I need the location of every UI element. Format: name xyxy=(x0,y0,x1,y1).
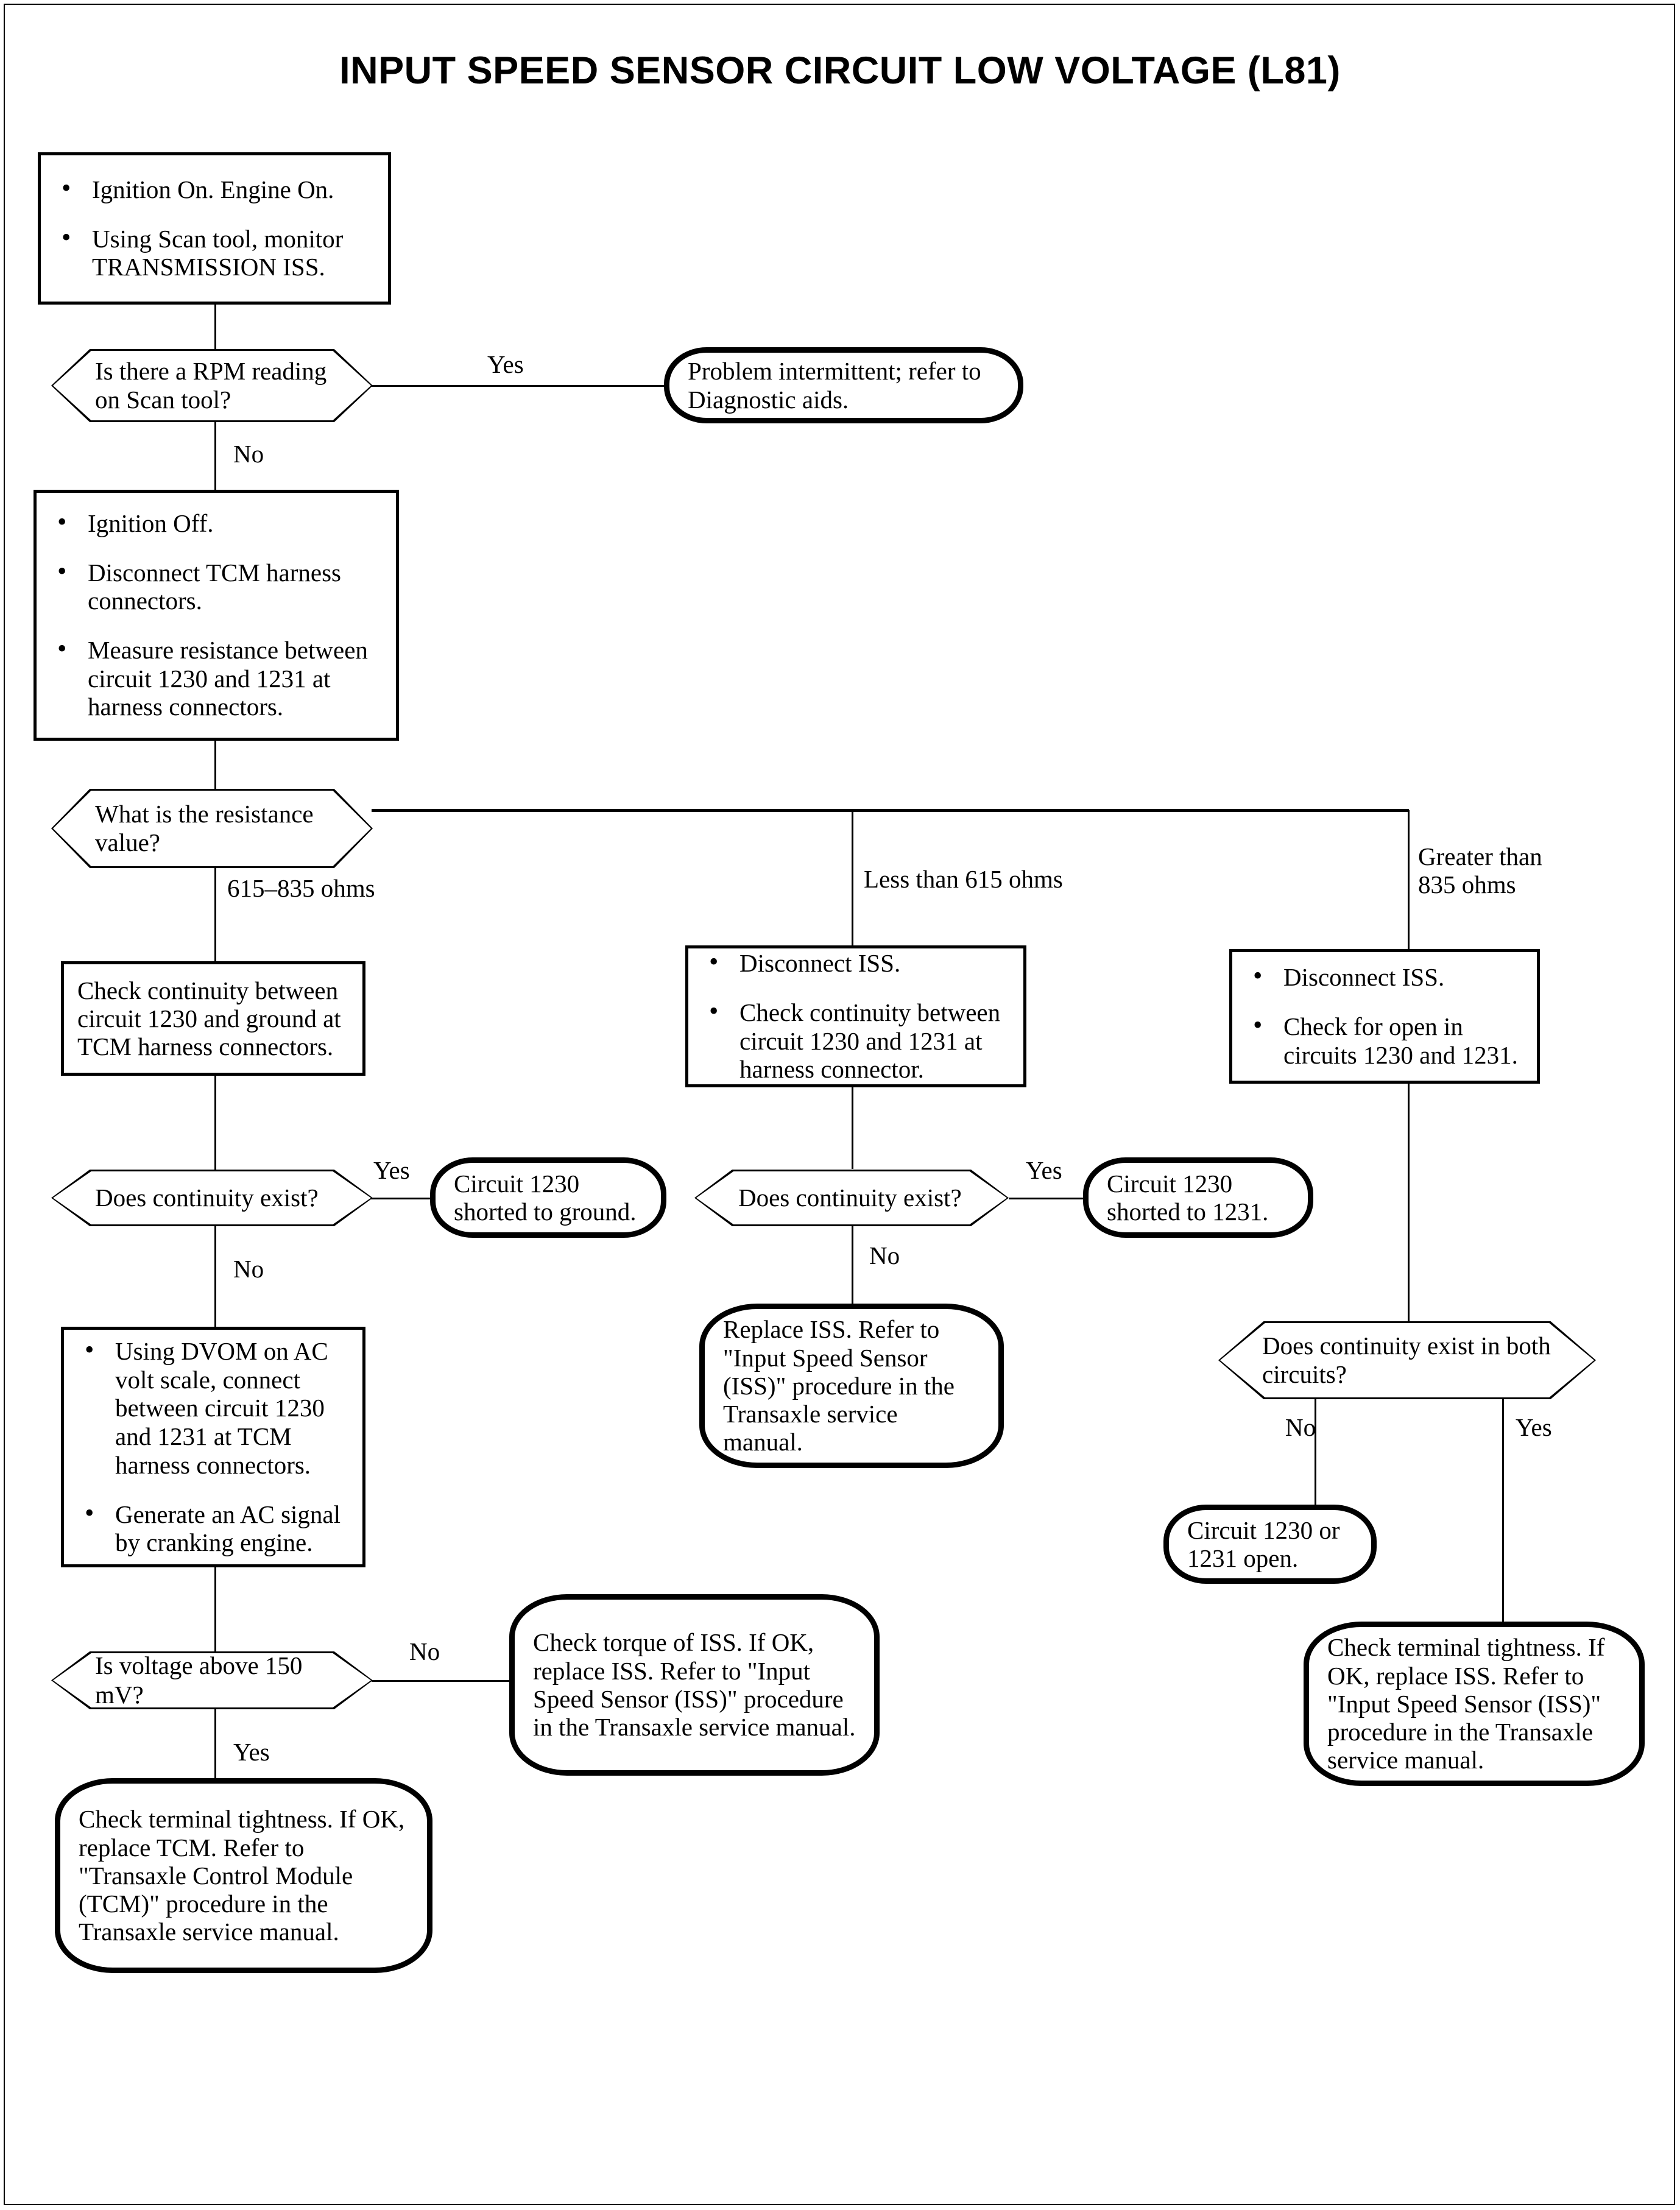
edge-label-continuity-mid-no: No xyxy=(869,1241,900,1269)
page-title: INPUT SPEED SENSOR CIRCUIT LOW VOLTAGE (… xyxy=(339,49,1341,92)
check-ground-step-text: Check continuity between circuit 1230 an… xyxy=(77,976,341,1061)
edge-label-voltage-no: No xyxy=(409,1637,440,1665)
start-step-bullets: Ignition On. Engine On. Using Scan tool,… xyxy=(54,173,377,281)
connector-disconnectiss-to-continuity xyxy=(852,1087,853,1169)
connector-resistance-left xyxy=(214,853,216,961)
connector-continuity-mid-yes xyxy=(1009,1198,1083,1199)
voltage-decision-fill xyxy=(53,1653,371,1707)
rpm-decision-fill xyxy=(53,351,371,420)
edge-label-rpm-yes: Yes xyxy=(487,350,524,378)
edge-label-continuity-both-no: No xyxy=(1285,1413,1316,1441)
connector-resistance-mid xyxy=(852,810,853,945)
node-voltage-decision: Is voltage above 150 mV? xyxy=(51,1651,373,1709)
resistance-decision-label: What is the resistance value? xyxy=(95,799,314,856)
connector-continuity-left-no xyxy=(214,1226,216,1327)
node-shorted-ground-terminal: Circuit 1230 shorted to ground. xyxy=(430,1157,666,1238)
start-step-bullet-1: Using Scan tool, monitor TRANSMISSION IS… xyxy=(54,222,377,281)
connector-resistance-right xyxy=(1408,810,1410,949)
page-border xyxy=(4,4,1675,2205)
continuity-mid-fill xyxy=(696,1171,1007,1224)
node-continuity-both-decision: Does continuity exist in both circuits? xyxy=(1218,1321,1596,1399)
connector-checkground-to-continuity xyxy=(214,1076,216,1170)
shorted-1231-terminal-text: Circuit 1230 shorted to 1231. xyxy=(1107,1169,1269,1226)
replace-iss-terminal-text: Replace ISS. Refer to "Input Speed Senso… xyxy=(723,1315,955,1456)
check-torque-terminal-text: Check torque of ISS. If OK, replace ISS.… xyxy=(533,1628,856,1742)
start-step-bullet-0: Ignition On. Engine On. xyxy=(54,173,377,204)
connector-start-to-rpm xyxy=(214,305,216,349)
node-check-terminal-iss-terminal: Check terminal tightness. If OK, replace… xyxy=(1304,1622,1645,1786)
node-intermittent-terminal: Problem intermittent; refer to Diagnosti… xyxy=(664,347,1023,423)
node-continuity-mid-decision: Does continuity exist? xyxy=(694,1170,1009,1226)
connector-continuity-both-yes xyxy=(1502,1399,1504,1622)
connector-measure-to-resistance xyxy=(214,741,216,789)
edge-label-resistance-greater: Greater than 835 ohms xyxy=(1418,842,1542,899)
connector-resistance-fanout xyxy=(372,809,1409,812)
voltage-decision-label: Is voltage above 150 mV? xyxy=(95,1651,303,1709)
connector-rpm-to-measure xyxy=(214,422,216,490)
node-check-torque-terminal: Check torque of ISS. If OK, replace ISS.… xyxy=(509,1594,880,1776)
edge-label-voltage-yes: Yes xyxy=(233,1738,270,1766)
connector-voltage-no xyxy=(372,1680,509,1682)
disconnect-iss-mid-bullet-1: Check continuity between circuit 1230 an… xyxy=(702,996,1012,1084)
dvom-step-bullet-1: Generate an AC signal by cranking engine… xyxy=(77,1498,351,1557)
connector-rpm-yes xyxy=(372,385,664,387)
replace-tcm-terminal-text: Check terminal tightness. If OK, replace… xyxy=(79,1805,405,1946)
connector-continuity-left-yes xyxy=(370,1198,430,1199)
connector-continuity-mid-no xyxy=(852,1226,853,1304)
disconnect-iss-right-bullets: Disconnect ISS. Check for open in circui… xyxy=(1246,961,1526,1069)
node-rpm-decision: Is there a RPM reading on Scan tool? xyxy=(51,349,373,422)
disconnect-iss-mid-bullets: Disconnect ISS. Check continuity between… xyxy=(702,947,1012,1084)
node-dvom-step: Using DVOM on AC volt scale, connect bet… xyxy=(61,1327,365,1567)
edge-label-resistance-less: Less than 615 ohms xyxy=(864,865,1063,893)
connector-rightiss-to-continuity xyxy=(1408,1084,1410,1321)
rpm-decision-label: Is there a RPM reading on Scan tool? xyxy=(95,356,327,414)
node-check-ground-step: Check continuity between circuit 1230 an… xyxy=(61,961,365,1076)
open-circuit-terminal-text: Circuit 1230 or 1231 open. xyxy=(1187,1516,1340,1572)
resistance-decision-fill xyxy=(53,791,371,866)
continuity-mid-label: Does continuity exist? xyxy=(738,1183,962,1212)
disconnect-iss-mid-bullet-0: Disconnect ISS. xyxy=(702,947,1012,978)
node-replace-tcm-terminal: Check terminal tightness. If OK, replace… xyxy=(55,1778,432,1973)
connector-continuity-both-no xyxy=(1315,1399,1316,1508)
node-open-circuit-terminal: Circuit 1230 or 1231 open. xyxy=(1163,1505,1377,1584)
connector-voltage-yes xyxy=(214,1709,216,1778)
edge-label-continuity-both-yes: Yes xyxy=(1516,1413,1552,1441)
node-disconnect-iss-right-step: Disconnect ISS. Check for open in circui… xyxy=(1229,949,1540,1084)
continuity-both-label: Does continuity exist in both circuits? xyxy=(1262,1331,1551,1388)
measure-step-bullets: Ignition Off. Disconnect TCM harness con… xyxy=(50,507,385,721)
measure-step-bullet-1: Disconnect TCM harness connectors. xyxy=(50,556,385,615)
node-resistance-decision: What is the resistance value? xyxy=(51,789,373,868)
edge-label-rpm-no: No xyxy=(233,440,264,468)
shorted-ground-terminal-text: Circuit 1230 shorted to ground. xyxy=(454,1169,637,1226)
continuity-left-fill xyxy=(53,1171,371,1224)
continuity-both-fill xyxy=(1220,1323,1594,1397)
edge-label-resistance-mid-range: 615–835 ohms xyxy=(227,874,375,902)
node-measure-step: Ignition Off. Disconnect TCM harness con… xyxy=(34,490,399,741)
disconnect-iss-right-bullet-1: Check for open in circuits 1230 and 1231… xyxy=(1246,1010,1526,1069)
measure-step-bullet-0: Ignition Off. xyxy=(50,507,385,538)
node-start-step: Ignition On. Engine On. Using Scan tool,… xyxy=(38,152,391,305)
node-disconnect-iss-mid-step: Disconnect ISS. Check continuity between… xyxy=(685,945,1026,1087)
intermittent-terminal-text: Problem intermittent; refer to Diagnosti… xyxy=(688,357,981,414)
edge-label-continuity-left-yes: Yes xyxy=(373,1156,410,1184)
node-shorted-1231-terminal: Circuit 1230 shorted to 1231. xyxy=(1083,1157,1313,1238)
continuity-left-label: Does continuity exist? xyxy=(95,1183,319,1212)
dvom-step-bullet-0: Using DVOM on AC volt scale, connect bet… xyxy=(77,1335,351,1480)
check-terminal-iss-terminal-text: Check terminal tightness. If OK, replace… xyxy=(1327,1633,1605,1774)
connector-dvom-to-voltage xyxy=(214,1567,216,1651)
disconnect-iss-right-bullet-0: Disconnect ISS. xyxy=(1246,961,1526,992)
node-replace-iss-terminal: Replace ISS. Refer to "Input Speed Senso… xyxy=(699,1304,1004,1468)
node-continuity-left-decision: Does continuity exist? xyxy=(51,1170,373,1226)
edge-label-continuity-mid-yes: Yes xyxy=(1026,1156,1062,1184)
dvom-step-bullets: Using DVOM on AC volt scale, connect bet… xyxy=(77,1335,351,1557)
edge-label-continuity-left-no: No xyxy=(233,1255,264,1283)
measure-step-bullet-2: Measure resistance between circuit 1230 … xyxy=(50,634,385,721)
